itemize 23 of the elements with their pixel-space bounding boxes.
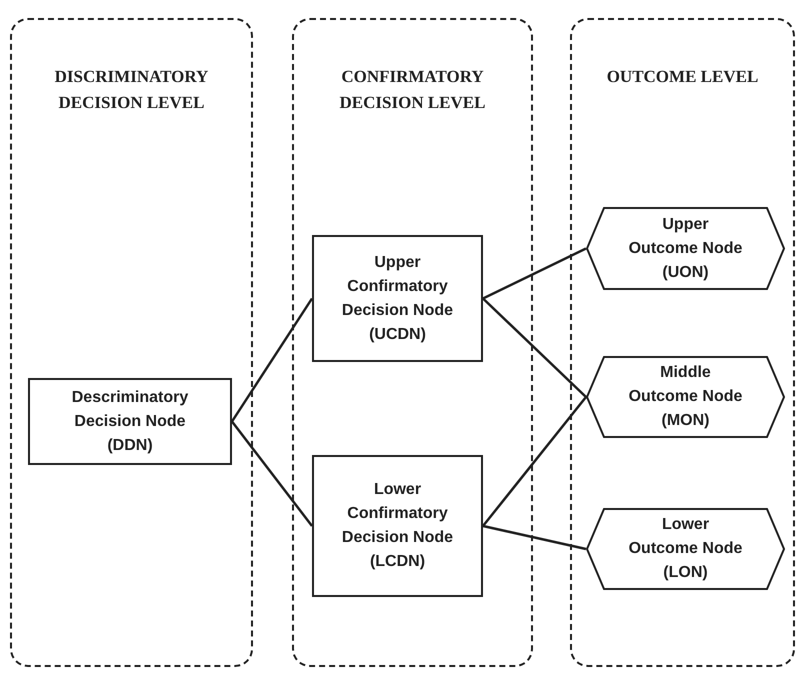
level-column [292, 18, 533, 667]
node-label: Lower Outcome Node (LON) [628, 515, 743, 583]
node-label: Middle Outcome Node (MON) [628, 363, 743, 431]
connector-line [482, 298, 587, 398]
node-label: Lower Confirmatory Decision Node (LCDN) [340, 480, 454, 572]
node-label: Upper Outcome Node (UON) [628, 214, 743, 282]
outcome-hexagon [586, 356, 785, 438]
outcome-hexagon [586, 508, 785, 590]
connector-line [482, 396, 587, 527]
decision-box [312, 455, 483, 597]
node-label: Descriminatory Decision Node (DDN) [70, 388, 190, 456]
connector-line [482, 247, 587, 300]
outcome-hexagon [586, 207, 785, 290]
level-heading: CONFIRMATORY DECISION LEVEL [338, 66, 486, 114]
level-column [570, 18, 795, 667]
connector-line [482, 524, 586, 550]
node-label: Upper Confirmatory Decision Node (UCDN) [340, 252, 454, 344]
level-column [10, 18, 253, 667]
level-heading: OUTCOME LEVEL [606, 66, 760, 88]
decision-box [312, 235, 483, 362]
connector-line [230, 298, 314, 422]
level-heading: DISCRIMINATORY DECISION LEVEL [54, 66, 210, 114]
decision-box [28, 378, 232, 465]
